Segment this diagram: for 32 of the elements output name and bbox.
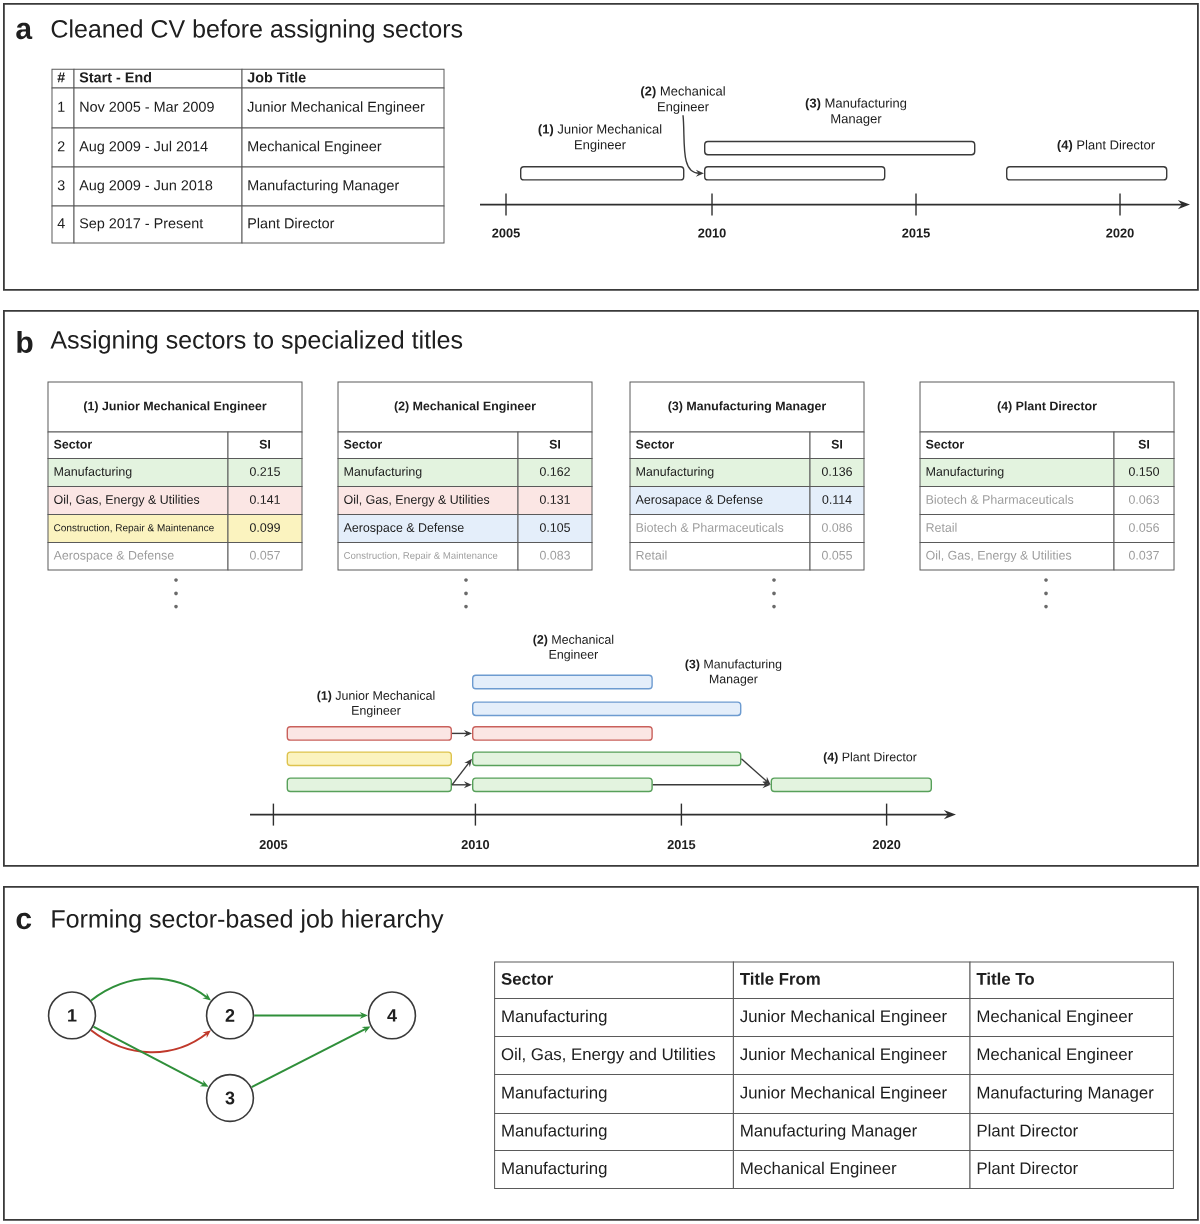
table-cell: Mechanical Engineer: [732, 1150, 971, 1190]
arrow: [90, 1029, 211, 1054]
panel-heading: Forming sector-based job hierarchy: [52, 909, 444, 933]
timeline-bar: [472, 777, 653, 793]
timeline-bar: [472, 726, 653, 741]
table-cell: Plant Director: [969, 1112, 1174, 1152]
table-cell: Manufacturing: [494, 998, 734, 1038]
arrow: [90, 977, 211, 1002]
table-cell: Manufacturing Manager: [969, 1074, 1174, 1114]
timeline-bar: [286, 777, 452, 793]
table-cell: Mechanical Engineer: [969, 1036, 1174, 1076]
panel-letter: a: [16, 22, 33, 40]
panel-heading: Cleaned CV before assigning sectors: [51, 19, 463, 43]
table-cell: Manufacturing: [494, 1112, 734, 1152]
panel-letter: b: [17, 331, 33, 353]
table-header: Title To: [969, 961, 1174, 1000]
panel-letter: c: [16, 912, 32, 930]
table-header: Sector: [494, 961, 734, 1000]
table-cell: Manufacturing Manager: [732, 1112, 971, 1152]
timeline-bar: [472, 751, 742, 767]
table-cell: Mechanical Engineer: [969, 998, 1174, 1038]
panel-heading: Assigning sectors to specialized titles: [50, 330, 463, 354]
timeline-bar: [704, 166, 886, 181]
table-cell: Oil, Gas, Energy and Utilities: [494, 1036, 734, 1076]
table-cell: Manufacturing: [494, 1074, 734, 1114]
table-cell: Junior Mechanical Engineer: [732, 998, 971, 1038]
timeline-bar: [286, 751, 452, 767]
table-cell: Manufacturing: [494, 1150, 734, 1190]
table-cell: Plant Director: [969, 1150, 1174, 1190]
table-header: Title From: [732, 961, 971, 1000]
table-cell: Junior Mechanical Engineer: [732, 1036, 971, 1076]
table-cell: Junior Mechanical Engineer: [732, 1074, 971, 1114]
